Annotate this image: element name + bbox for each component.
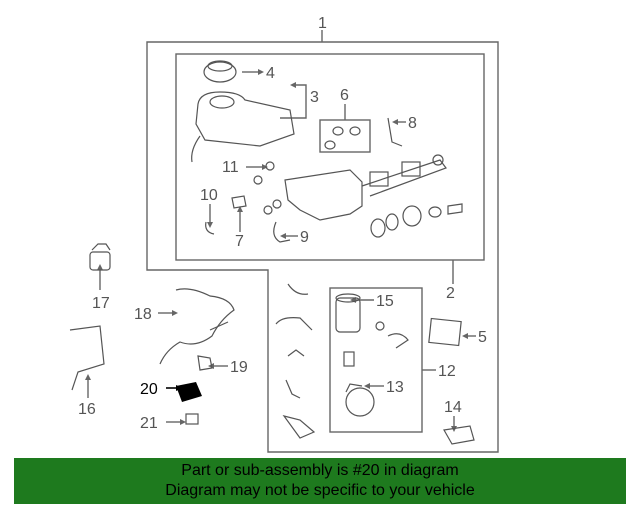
callout-9: 9 [300,229,309,246]
assembly-frame [146,41,499,453]
callout-3: 3 [310,89,319,106]
sub-box-6 [319,119,371,153]
callout-18: 18 [134,306,152,323]
callout-6: 6 [340,87,349,104]
callout-2: 2 [446,285,455,302]
callout-13: 13 [386,379,404,396]
callout-16: 16 [78,401,96,418]
callout-7: 7 [235,233,244,250]
callout-20: 20 [140,381,158,398]
callout-14: 14 [444,399,462,416]
callout-1: 1 [318,15,327,32]
callout-4: 4 [266,65,275,82]
callout-8: 8 [408,115,417,132]
sub-box-12 [329,287,423,433]
callout-5: 5 [478,329,487,346]
info-banner: Part or sub-assembly is #20 in diagram D… [14,458,626,504]
callout-21: 21 [140,415,158,432]
part-20-highlight [166,382,202,402]
banner-line-2: Diagram may not be specific to your vehi… [165,482,475,499]
callout-11: 11 [222,159,239,176]
callout-10: 10 [200,187,218,204]
callout-15: 15 [376,293,394,310]
callout-19: 19 [230,359,248,376]
banner-line-1: Part or sub-assembly is #20 in diagram [181,462,459,479]
callout-12: 12 [438,363,456,380]
parts-diagram: 1 2 3 4 5 6 7 8 9 10 11 12 13 14 15 16 1… [69,15,499,453]
master-cylinder-box [175,53,485,261]
callout-17: 17 [92,295,110,312]
